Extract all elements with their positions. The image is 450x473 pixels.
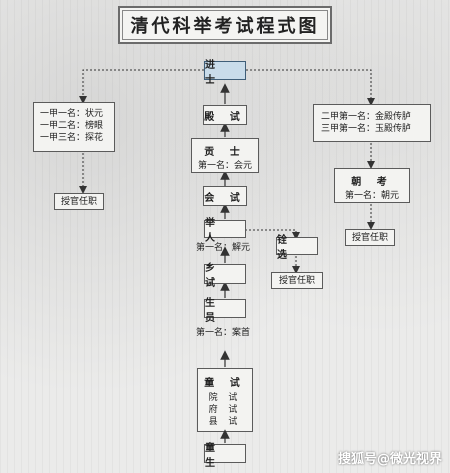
- node-tongsheng-label: 童 生: [205, 442, 221, 469]
- node-chaokao: 朝 考 第一名：朝元: [334, 168, 410, 203]
- node-dianshi-label: 殿 试: [204, 111, 246, 123]
- node-jinshi-label: 进 士: [205, 59, 221, 86]
- node-appoint-left: 授官任职: [54, 193, 104, 210]
- node-appoint-right: 授官任职: [345, 229, 395, 246]
- node-quanxuan-label: 铨 选: [277, 235, 293, 261]
- node-chaokao-first: 第一名：朝元: [344, 191, 399, 201]
- node-shengyuan-label: 生 员: [205, 297, 221, 324]
- diagram-title: 清代科举考试程式图: [118, 6, 332, 44]
- yijia-bangyan: 一甲二名：榜眼: [40, 121, 104, 131]
- arrow-jinshi-yijia: [79, 69, 204, 104]
- erjia-jindian: 二甲第一名：金殿传胪: [321, 112, 412, 122]
- node-tongshi-fushi: 府 试: [208, 405, 242, 415]
- node-gongshi-first: 第一名：会元: [197, 161, 252, 171]
- node-tongsheng: 童 生: [204, 443, 246, 469]
- node-erjia: 二甲第一名：金殿传胪 三甲第一名：玉殿传胪: [313, 104, 431, 142]
- node-jinshi: 进 士: [204, 60, 246, 86]
- node-chaokao-label: 朝 考: [351, 177, 393, 188]
- node-xiangshi-label: 乡 试: [205, 263, 221, 289]
- node-gongshi: 贡 士 第一名：会元: [191, 138, 259, 173]
- node-juren: 举 人: [204, 218, 246, 244]
- arrow-juren-quanxuan: [245, 229, 300, 240]
- node-tongshi: 童 试 院 试 府 试 县 试: [197, 368, 253, 432]
- yijia-tanhua: 一甲三名：探花: [40, 133, 104, 143]
- node-juren-first: 第一名：解元: [196, 243, 251, 253]
- node-tongshi-xianshi: 县 试: [208, 417, 242, 427]
- node-xiangshi: 乡 试: [204, 263, 246, 289]
- appoint-right-label: 授官任职: [351, 232, 388, 243]
- yijia-zhuangyuan: 一甲一名：状元: [40, 109, 104, 119]
- node-huishi-label: 会 试: [204, 192, 246, 204]
- appoint-left-label: 授官任职: [60, 196, 97, 207]
- node-dianshi: 殿 试: [203, 105, 247, 125]
- node-tongshi-label: 童 试: [204, 378, 246, 389]
- arrow-jinshi-erjia: [246, 69, 375, 106]
- node-quanxuan: 铨 选: [276, 235, 318, 261]
- node-appoint-middle: 授官任职: [271, 272, 323, 289]
- node-juren-label: 举 人: [205, 218, 221, 244]
- appoint-middle-label: 授官任职: [278, 275, 315, 286]
- node-shengyuan: 生 员: [204, 298, 246, 324]
- node-tongshi-yuanshi: 院 试: [208, 393, 242, 403]
- node-gongshi-label: 贡 士: [204, 147, 246, 158]
- watermark: 搜狐号@微光视界: [337, 452, 442, 467]
- node-huishi: 会 试: [203, 186, 247, 206]
- sanjia-yudian: 三甲第一名：玉殿传胪: [321, 124, 412, 134]
- node-shengyuan-first: 第一名：案首: [196, 328, 251, 338]
- node-yijia: 一甲一名：状元 一甲二名：榜眼 一甲三名：探花: [33, 102, 115, 152]
